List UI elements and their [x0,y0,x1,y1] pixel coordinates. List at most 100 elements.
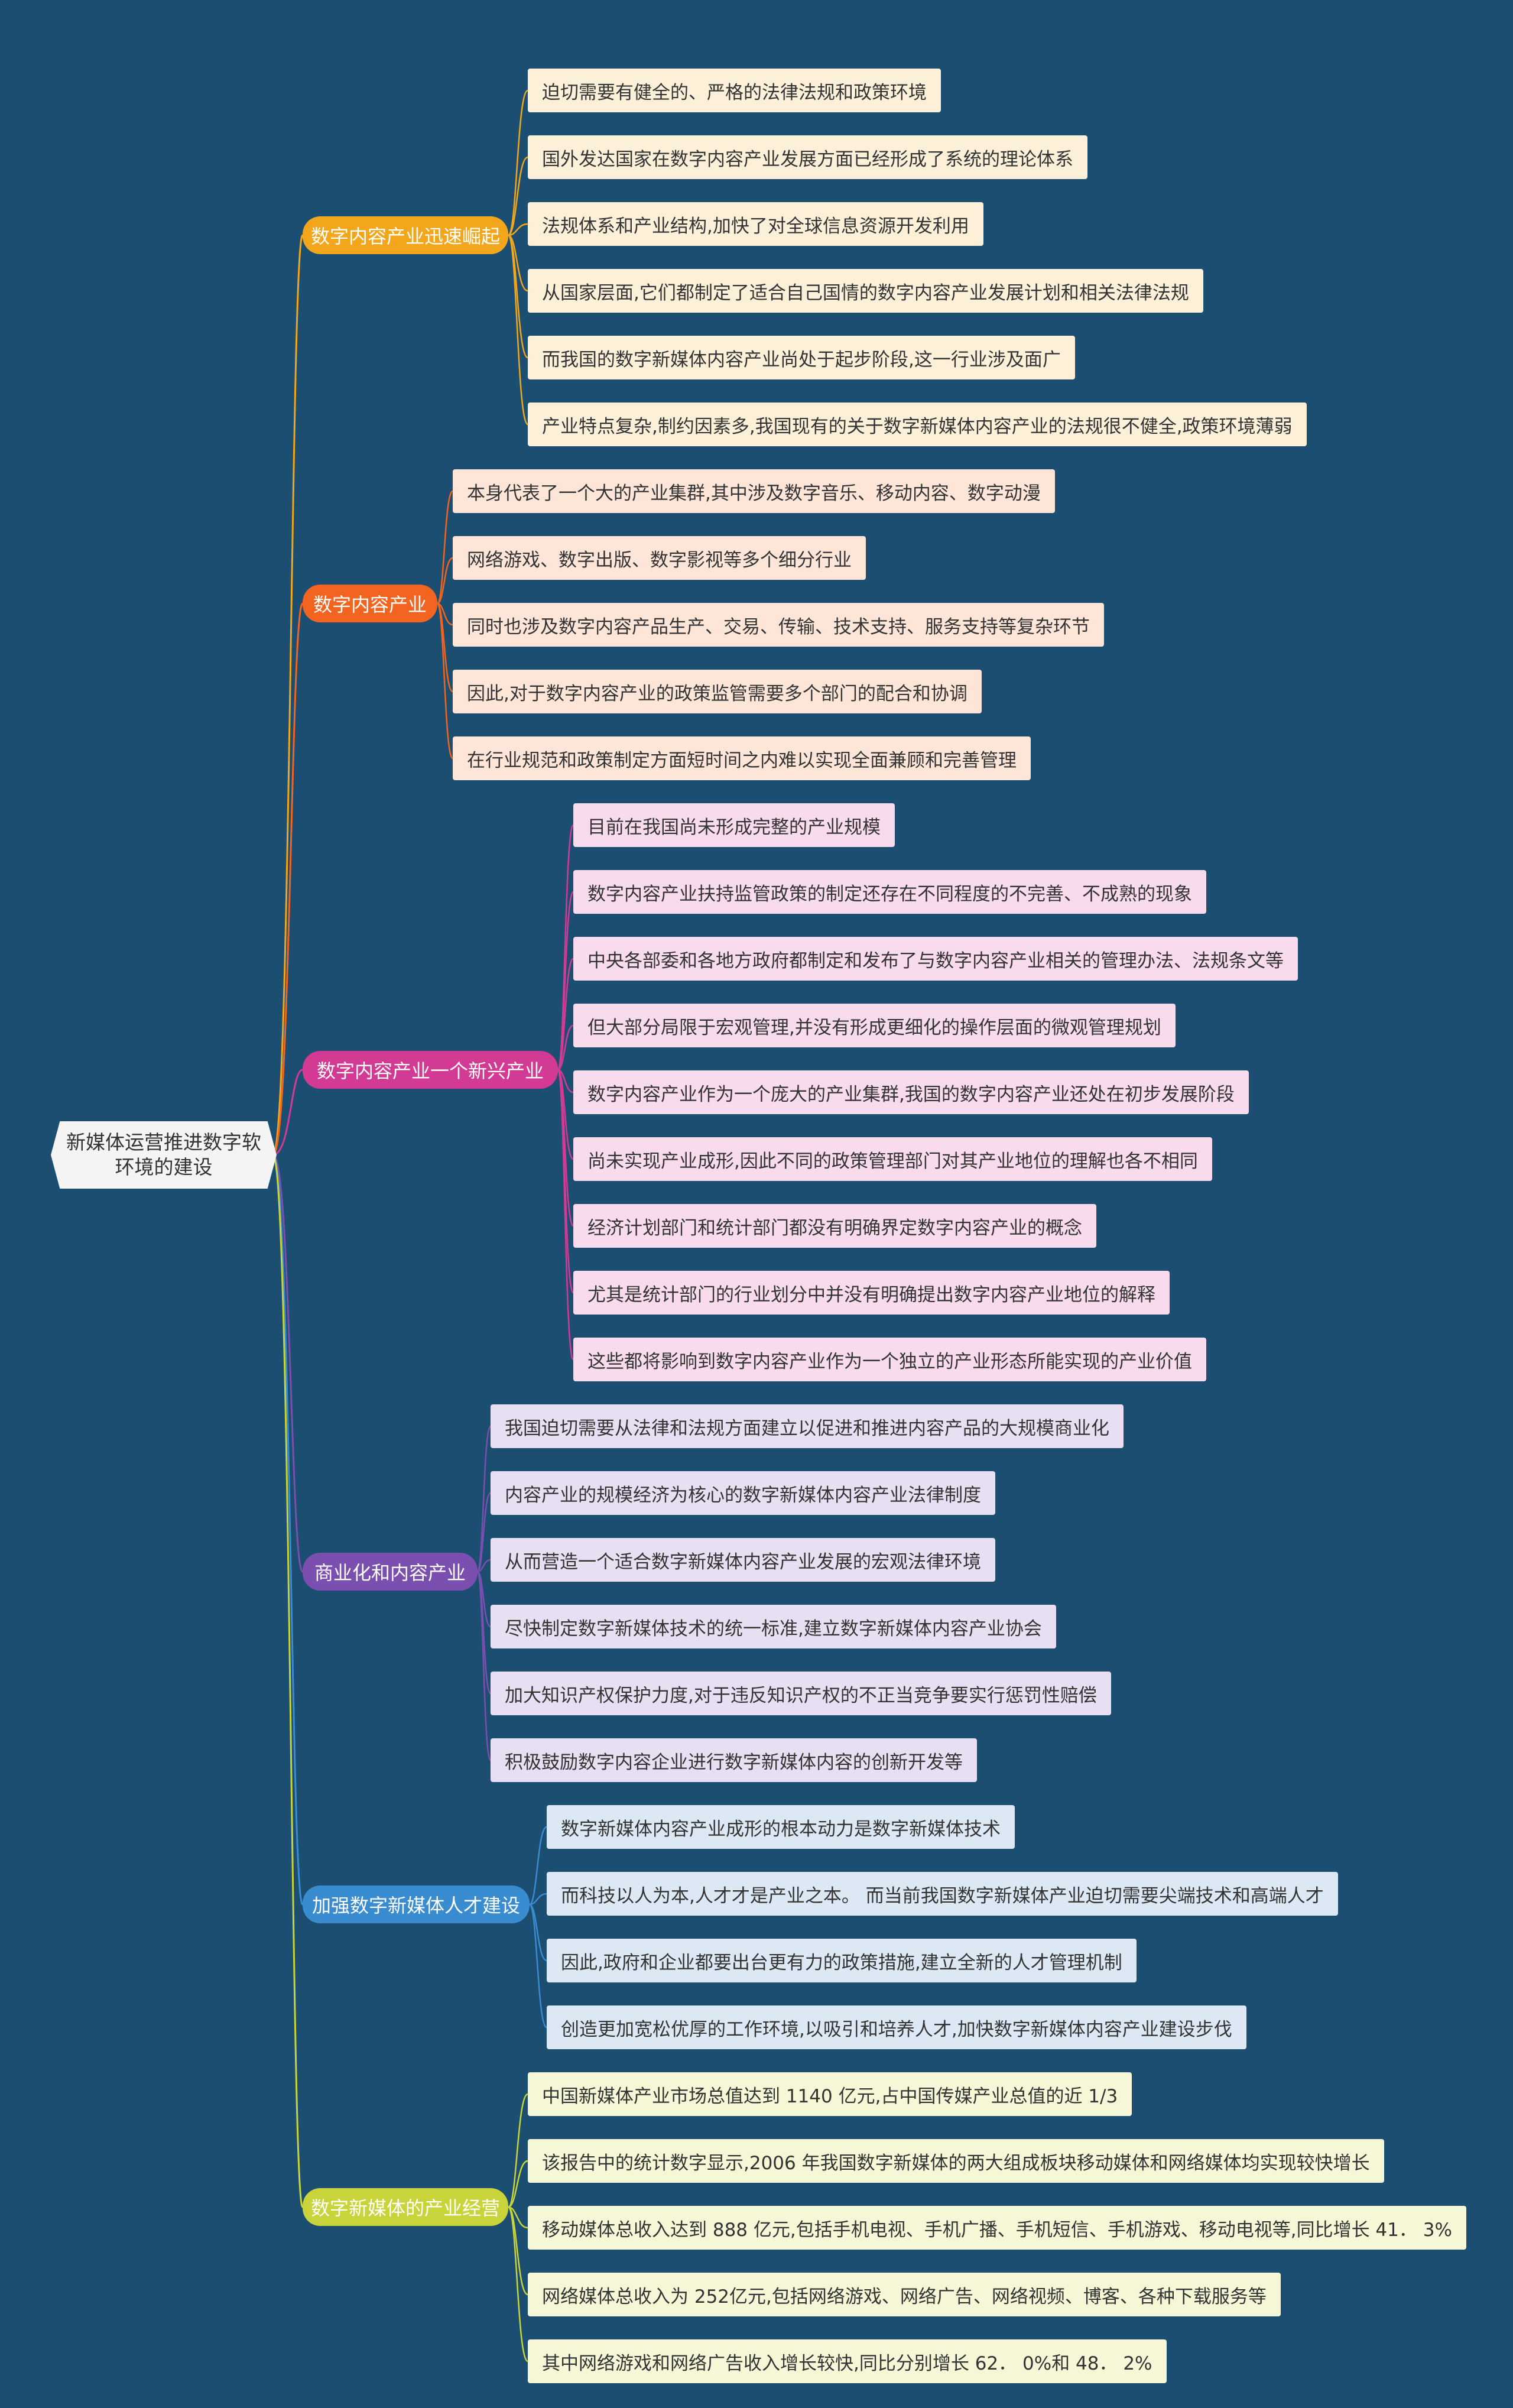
connector-line [557,958,574,1071]
leaf-label: 数字新媒体内容产业成形的根本动力是数字新媒体技术 [561,1818,1001,1840]
connector-line [529,1893,547,1906]
leaf-label: 同时也涉及数字内容产品生产、交易、传输、技术支持、服务支持等复杂环节 [467,616,1090,638]
leaf-label: 因此,对于数字内容产业的政策监管需要多个部门的配合和协调 [467,683,967,705]
connector-line [528,1826,547,1906]
connector-line [508,156,528,236]
leaf-node[interactable]: 尚未实现产业成形,因此不同的政策管理部门对其产业地位的理解也各不相同 [573,1137,1212,1181]
branch-label: 数字内容产业 [313,593,427,616]
branch-label: 数字内容产业一个新兴产业 [316,1060,544,1082]
leaf-label: 网络游戏、数字出版、数字影视等多个细分行业 [467,549,852,571]
connector-line [476,1425,492,1573]
connector-line [436,602,454,760]
connector-line [476,1570,492,1761]
leaf-node[interactable]: 积极鼓励数字内容企业进行数字新媒体内容的创新开发等 [491,1738,977,1782]
leaf-node[interactable]: 内容产业的规模经济为核心的数字新媒体内容产业法律制度 [491,1471,995,1515]
leaf-label: 而科技以人为本,人才才是产业之本。 而当前我国数字新媒体产业迫切需要尖端技术和高… [561,1885,1324,1907]
leaf-node[interactable]: 目前在我国尚未形成完整的产业规模 [573,803,895,847]
leaf-node[interactable]: 在行业规范和政策制定方面短时间之内难以实现全面兼顾和完善管理 [453,736,1031,780]
leaf-label: 加大知识产权保护力度,对于违反知识产权的不正当竞争要实行惩罚性赔偿 [505,1685,1097,1706]
leaf-node[interactable]: 移动媒体总收入达到 888 亿元,包括手机电视、手机广播、手机短信、手机游戏、移… [528,2206,1466,2250]
branch-node[interactable]: 数字内容产业 [303,585,437,622]
leaf-label: 目前在我国尚未形成完整的产业规模 [587,816,881,838]
branch-label: 数字新媒体的产业经营 [311,2197,501,2219]
leaf-node[interactable]: 法规体系和产业结构,加快了对全球信息资源开发利用 [528,202,983,246]
leaf-node[interactable]: 因此,政府和企业都要出台更有力的政策措施,建立全新的人才管理机制 [547,1939,1137,1982]
connector-line [272,234,304,1156]
leaf-node[interactable]: 因此,对于数字内容产业的政策监管需要多个部门的配合和协调 [453,670,982,713]
leaf-node[interactable]: 而我国的数字新媒体内容产业尚处于起步阶段,这一行业涉及面广 [528,336,1075,379]
connector-line [507,2093,528,2208]
leaf-label: 尚未实现产业成形,因此不同的政策管理部门对其产业地位的理解也各不相同 [587,1150,1198,1172]
leaf-node[interactable]: 经济计划部门和统计部门都没有明确界定数字内容产业的概念 [573,1204,1096,1248]
leaf-node[interactable]: 产业特点复杂,制约因素多,我国现有的关于数字新媒体内容产业的法规很不健全,政策环… [528,403,1307,446]
leaf-node[interactable]: 网络游戏、数字出版、数字影视等多个细分行业 [453,536,866,580]
leaf-node[interactable]: 同时也涉及数字内容产品生产、交易、传输、技术支持、服务支持等复杂环节 [453,603,1104,647]
leaf-node[interactable]: 但大部分局限于宏观管理,并没有形成更细化的操作层面的微观管理规划 [573,1004,1176,1047]
leaf-label: 因此,政府和企业都要出台更有力的政策措施,建立全新的人才管理机制 [561,1952,1122,1974]
leaf-node[interactable]: 中央各部委和各地方政府都制定和发布了与数字内容产业相关的管理办法、法规条文等 [573,937,1298,981]
connector-line [272,1154,304,2208]
connector-line [557,824,574,1071]
branch-label: 商业化和内容产业 [314,1562,466,1584]
leaf-node[interactable]: 网络媒体总收入为 252亿元,包括网络游戏、网络广告、网络视频、博客、各种下载服… [528,2273,1281,2316]
leaf-label: 而我国的数字新媒体内容产业尚处于起步阶段,这一行业涉及面广 [542,349,1061,371]
branch-node[interactable]: 数字内容产业迅速崛起 [303,216,508,254]
leaf-node[interactable]: 本身代表了一个大的产业集群,其中涉及数字音乐、移动内容、数字动漫 [453,469,1055,513]
connector-line [508,2160,528,2208]
leaf-label: 但大部分局限于宏观管理,并没有形成更细化的操作层面的微观管理规划 [587,1017,1161,1039]
connector-line [272,1154,304,1906]
leaf-node[interactable]: 尽快制定数字新媒体技术的统一标准,建立数字新媒体内容产业协会 [491,1605,1056,1648]
leaf-node[interactable]: 尤其是统计部门的行业划分中并没有明确提出数字内容产业地位的解释 [573,1271,1170,1315]
branch-node[interactable]: 数字新媒体的产业经营 [303,2188,508,2226]
connector-line [557,1024,574,1071]
leaf-node[interactable]: 从国家层面,它们都制定了适合自己国情的数字内容产业发展计划和相关法律法规 [528,269,1203,313]
branch-node[interactable]: 商业化和内容产业 [303,1553,478,1591]
leaf-node[interactable]: 加大知识产权保护力度,对于违反知识产权的不正当竞争要实行惩罚性赔偿 [491,1672,1111,1715]
leaf-node[interactable]: 而科技以人为本,人才才是产业之本。 而当前我国数字新媒体产业迫切需要尖端技术和高… [547,1872,1338,1916]
leaf-label: 中国新媒体产业市场总值达到 1140 亿元,占中国传媒产业总值的近 1/3 [542,2085,1118,2107]
leaf-label: 这些都将影响到数字内容产业作为一个独立的产业形态所能实现的产业价值 [587,1351,1192,1372]
leaf-node[interactable]: 我国迫切需要从法律和法规方面建立以促进和推进内容产品的大规模商业化 [491,1404,1124,1448]
leaf-node[interactable]: 迫切需要有健全的、严格的法律法规和政策环境 [528,69,941,112]
root-label: 新媒体运营推进数字软环境的建设 [66,1131,261,1179]
leaf-label: 从而营造一个适合数字新媒体内容产业发展的宏观法律环境 [505,1551,981,1573]
leaf-label: 经济计划部门和统计部门都没有明确界定数字内容产业的概念 [587,1217,1082,1239]
root-node[interactable]: 新媒体运营推进数字软环境的建设 [51,1121,277,1189]
leaf-node[interactable]: 数字内容产业扶持监管政策的制定还存在不同程度的不完善、不成熟的现象 [573,870,1206,914]
leaf-label: 数字内容产业扶持监管政策的制定还存在不同程度的不完善、不成熟的现象 [587,883,1192,905]
leaf-node[interactable]: 该报告中的统计数字显示,2006 年我国数字新媒体的两大组成板块移动媒体和网络媒… [528,2139,1384,2183]
leaf-label: 移动媒体总收入达到 888 亿元,包括手机电视、手机广播、手机短信、手机游戏、移… [542,2219,1452,2241]
leaf-label: 其中网络游戏和网络广告收入增长较快,同比分别增长 62． 0%和 48． 2% [542,2352,1152,2374]
leaf-node[interactable]: 数字内容产业作为一个庞大的产业集群,我国的数字内容产业还处在初步发展阶段 [573,1070,1249,1114]
leaf-node[interactable]: 中国新媒体产业市场总值达到 1140 亿元,占中国传媒产业总值的近 1/3 [528,2072,1132,2116]
leaf-node[interactable]: 其中网络游戏和网络广告收入增长较快,同比分别增长 62． 0%和 48． 2% [528,2339,1167,2383]
leaf-node[interactable]: 从而营造一个适合数字新媒体内容产业发展的宏观法律环境 [491,1538,995,1582]
connector-line [272,1069,303,1156]
leaf-label: 数字内容产业作为一个庞大的产业集群,我国的数字内容产业还处在初步发展阶段 [587,1083,1235,1105]
branch-label: 数字内容产业迅速崛起 [311,225,501,248]
leaf-node[interactable]: 创造更加宽松优厚的工作环境,以吸引和培养人才,加快数字新媒体内容产业建设步伐 [547,2005,1246,2049]
leaf-label: 法规体系和产业结构,加快了对全球信息资源开发利用 [542,215,969,237]
leaf-node[interactable]: 这些都将影响到数字内容产业作为一个独立的产业形态所能实现的产业价值 [573,1338,1206,1381]
connector-line [508,2206,528,2229]
leaf-label: 产业特点复杂,制约因素多,我国现有的关于数字新媒体内容产业的法规很不健全,政策环… [542,416,1293,437]
leaf-label: 积极鼓励数字内容企业进行数字新媒体内容的创新开发等 [505,1751,963,1773]
connector-line [508,223,528,236]
leaf-node[interactable]: 国外发达国家在数字内容产业发展方面已经形成了系统的理论体系 [528,135,1087,179]
branch-node[interactable]: 数字内容产业一个新兴产业 [303,1051,558,1089]
leaf-node[interactable]: 数字新媒体内容产业成形的根本动力是数字新媒体技术 [547,1805,1015,1849]
connector-line [507,89,529,236]
connector-line [437,557,453,605]
connector-line [508,234,528,292]
leaf-label: 网络媒体总收入为 252亿元,包括网络游戏、网络广告、网络视频、博客、各种下载服… [542,2286,1267,2308]
leaf-label: 尤其是统计部门的行业划分中并没有明确提出数字内容产业地位的解释 [587,1284,1155,1306]
connector-line [477,1559,491,1573]
leaf-label: 从国家层面,它们都制定了适合自己国情的数字内容产业发展计划和相关法律法规 [542,282,1189,304]
leaf-label: 该报告中的统计数字显示,2006 年我国数字新媒体的两大组成板块移动媒体和网络媒… [542,2152,1370,2174]
branch-node[interactable]: 加强数字新媒体人才建设 [303,1885,530,1923]
connector-line [436,490,454,605]
leaf-label: 尽快制定数字新媒体技术的统一标准,建立数字新媒体内容产业协会 [505,1618,1042,1640]
connector-line [507,234,529,426]
